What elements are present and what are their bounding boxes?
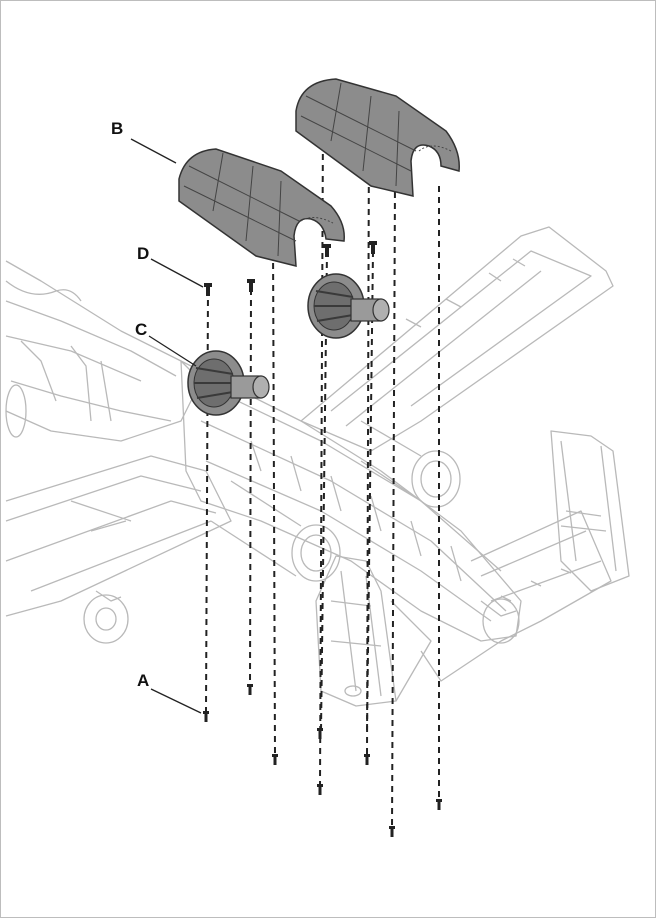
leader-line-b [130,138,177,164]
callout-leaders [130,138,204,714]
aircraft-airframe [5,226,630,707]
screw-icon [317,728,323,739]
screw-icon [247,279,255,292]
left-engine-nacelle [291,524,341,582]
fan-unit-right [307,273,390,339]
tail-cone [482,598,520,644]
leader-line-c [148,335,197,367]
screws-bottom [203,684,442,837]
callout-label-a: A [137,671,149,690]
right-wing [300,226,614,452]
screw-icon [323,244,331,257]
left-wing [5,455,232,617]
leader-line-a [150,688,202,714]
screw-icon [364,754,370,765]
screw-icon [203,711,209,722]
right-engine-nacelle [411,450,461,508]
fuselage-center [180,360,522,642]
screw-icon [436,799,442,810]
nacelle-cover-left [178,148,345,267]
landing-gear-wheel [83,594,129,644]
screw-icon [247,684,253,695]
screw-icon [204,283,212,296]
screws-upper [204,241,377,296]
screw-icon [369,241,377,254]
callout-label-b: B [111,119,123,138]
callout-label-c: C [135,320,147,339]
screw-icon [317,784,323,795]
callout-label-d: D [137,244,149,263]
horizontal-stabilizer [420,510,612,682]
right-vertical-fin [550,430,630,592]
nacelle-cover-right [295,78,460,197]
fan-unit-left [187,350,270,416]
screw-icon [389,826,395,837]
left-vertical-fin [315,555,397,707]
screw-icon [272,754,278,765]
leader-line-d [150,258,204,288]
